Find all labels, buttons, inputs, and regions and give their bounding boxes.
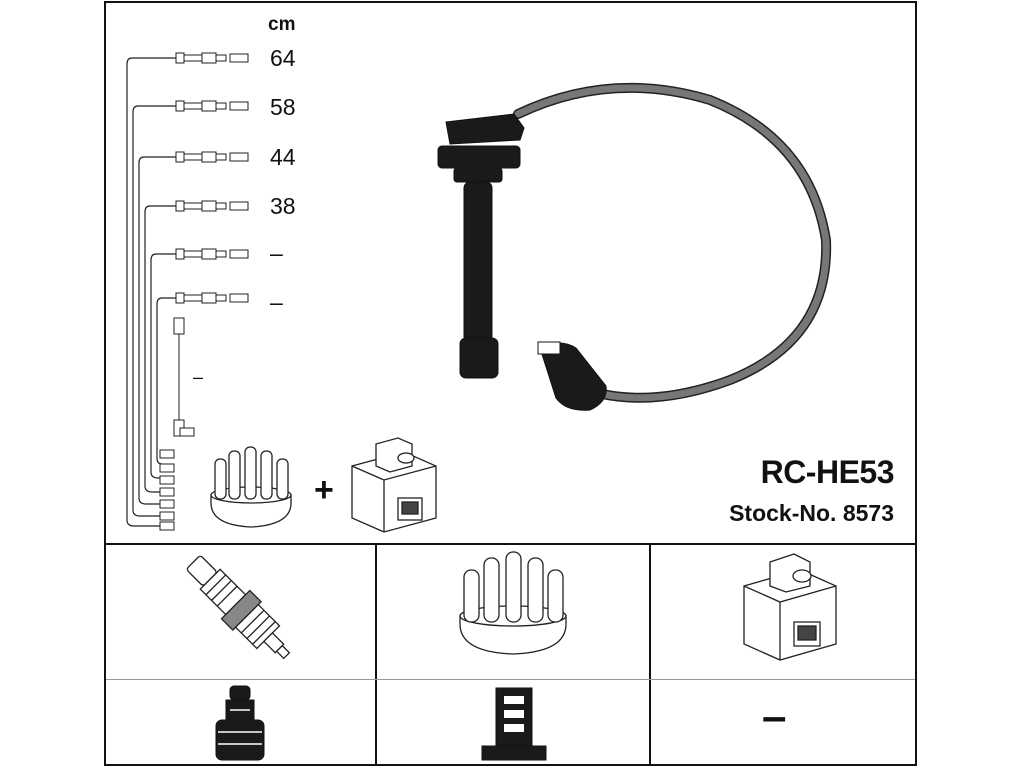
length-value-5: – (270, 240, 283, 266)
cable-set-diagram (126, 52, 249, 531)
ignition-coil-icon (351, 437, 437, 533)
row-divider (106, 679, 915, 680)
bottom-right-empty-value: – (762, 692, 787, 741)
length-value-2: 58 (270, 94, 296, 120)
distributor-cap-icon (459, 551, 567, 655)
rotor-icon (481, 687, 547, 761)
column-divider-1 (375, 543, 377, 766)
column-divider-2 (649, 543, 651, 766)
part-number: RC-HE53 (760, 454, 895, 490)
combo-plus: + (314, 471, 334, 509)
stock-number: Stock-No. 8573 (729, 500, 894, 526)
ignition-cable-illustration (437, 82, 832, 411)
catalog-frame (104, 1, 917, 766)
ignition-coil-icon (743, 553, 837, 661)
spark-plug-icon (186, 555, 291, 660)
length-value-4: 38 (270, 193, 296, 219)
section-divider (104, 543, 917, 545)
length-value-3: 44 (270, 144, 296, 170)
distributor-cap-icon (210, 446, 292, 528)
coil-wire-length: – (193, 367, 204, 387)
unit-label: cm (268, 14, 296, 35)
length-value-6: – (270, 289, 283, 315)
length-value-1: 64 (270, 45, 296, 71)
rubber-boot-icon (215, 685, 265, 761)
